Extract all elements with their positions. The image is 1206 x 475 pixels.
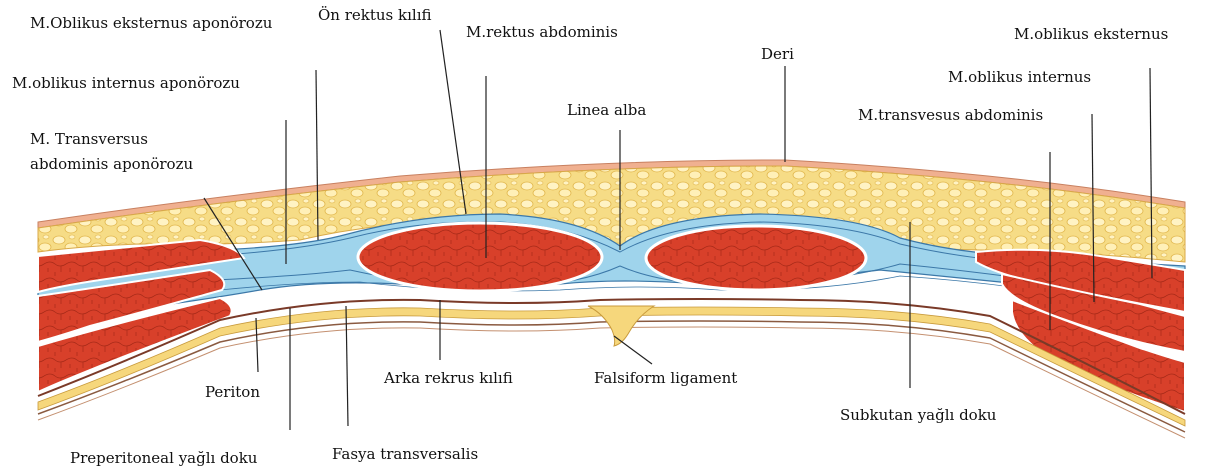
label-preperitoneal-yagli-doku: Preperitoneal yağlı doku <box>70 449 257 467</box>
label-periton: Periton <box>205 383 260 401</box>
label-on-rektus-kilifi: Ön rektus kılıfi <box>318 6 432 24</box>
label-m-rektus-abdominis: M.rektus abdominis <box>466 23 618 41</box>
label-m-transversus-aponorozu-line2: abdominis aponörozu <box>30 155 193 173</box>
label-subkutan-yagli-doku: Subkutan yağlı doku <box>840 406 996 424</box>
label-m-oblikus-eksternus-aponorozu: M.Oblikus eksternus aponörozu <box>30 14 272 32</box>
label-m-transvesus-abdominis: M.transvesus abdominis <box>858 106 1043 124</box>
rectus-abdominis-right <box>646 226 866 290</box>
label-fasya-transversalis: Fasya transversalis <box>332 445 478 463</box>
rectus-abdominis-left <box>358 223 602 291</box>
label-deri: Deri <box>761 45 794 63</box>
label-arka-rektus-kilifi: Arka rekrus kılıfi <box>384 369 513 387</box>
label-linea-alba: Linea alba <box>567 101 646 119</box>
label-m-oblikus-eksternus: M.oblikus eksternus <box>1014 25 1168 43</box>
leader-falsiform-ligament <box>614 336 652 364</box>
label-m-oblikus-internus: M.oblikus internus <box>948 68 1091 86</box>
label-m-oblikus-internus-aponorozu: M.oblikus internus aponörozu <box>12 74 240 92</box>
label-falsiform-ligament: Falsiform ligament <box>594 369 737 387</box>
falciform-ligament-shape <box>588 306 654 346</box>
label-m-transversus-aponorozu-line1: M. Transversus <box>30 130 148 148</box>
